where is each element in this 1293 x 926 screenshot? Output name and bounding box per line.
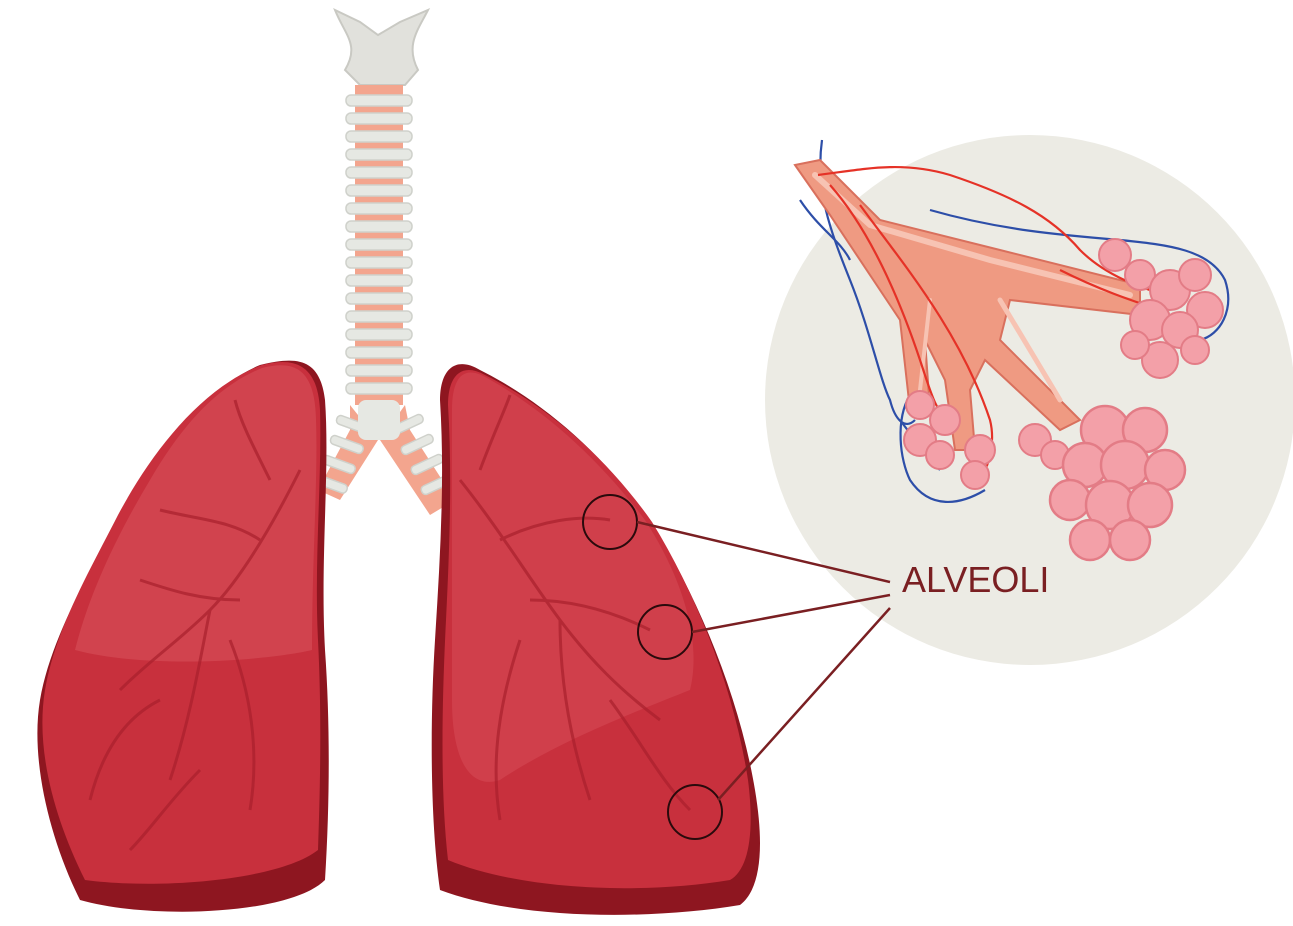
left-lung — [37, 361, 328, 912]
leader-line-lower — [718, 608, 890, 800]
alveoli-label: ALVEOLI — [902, 559, 1049, 600]
right-lung — [432, 364, 760, 915]
larynx — [335, 10, 428, 85]
carina — [358, 400, 400, 440]
trachea-rings — [346, 95, 412, 394]
leader-line-middle — [692, 595, 890, 632]
trachea — [315, 10, 455, 515]
